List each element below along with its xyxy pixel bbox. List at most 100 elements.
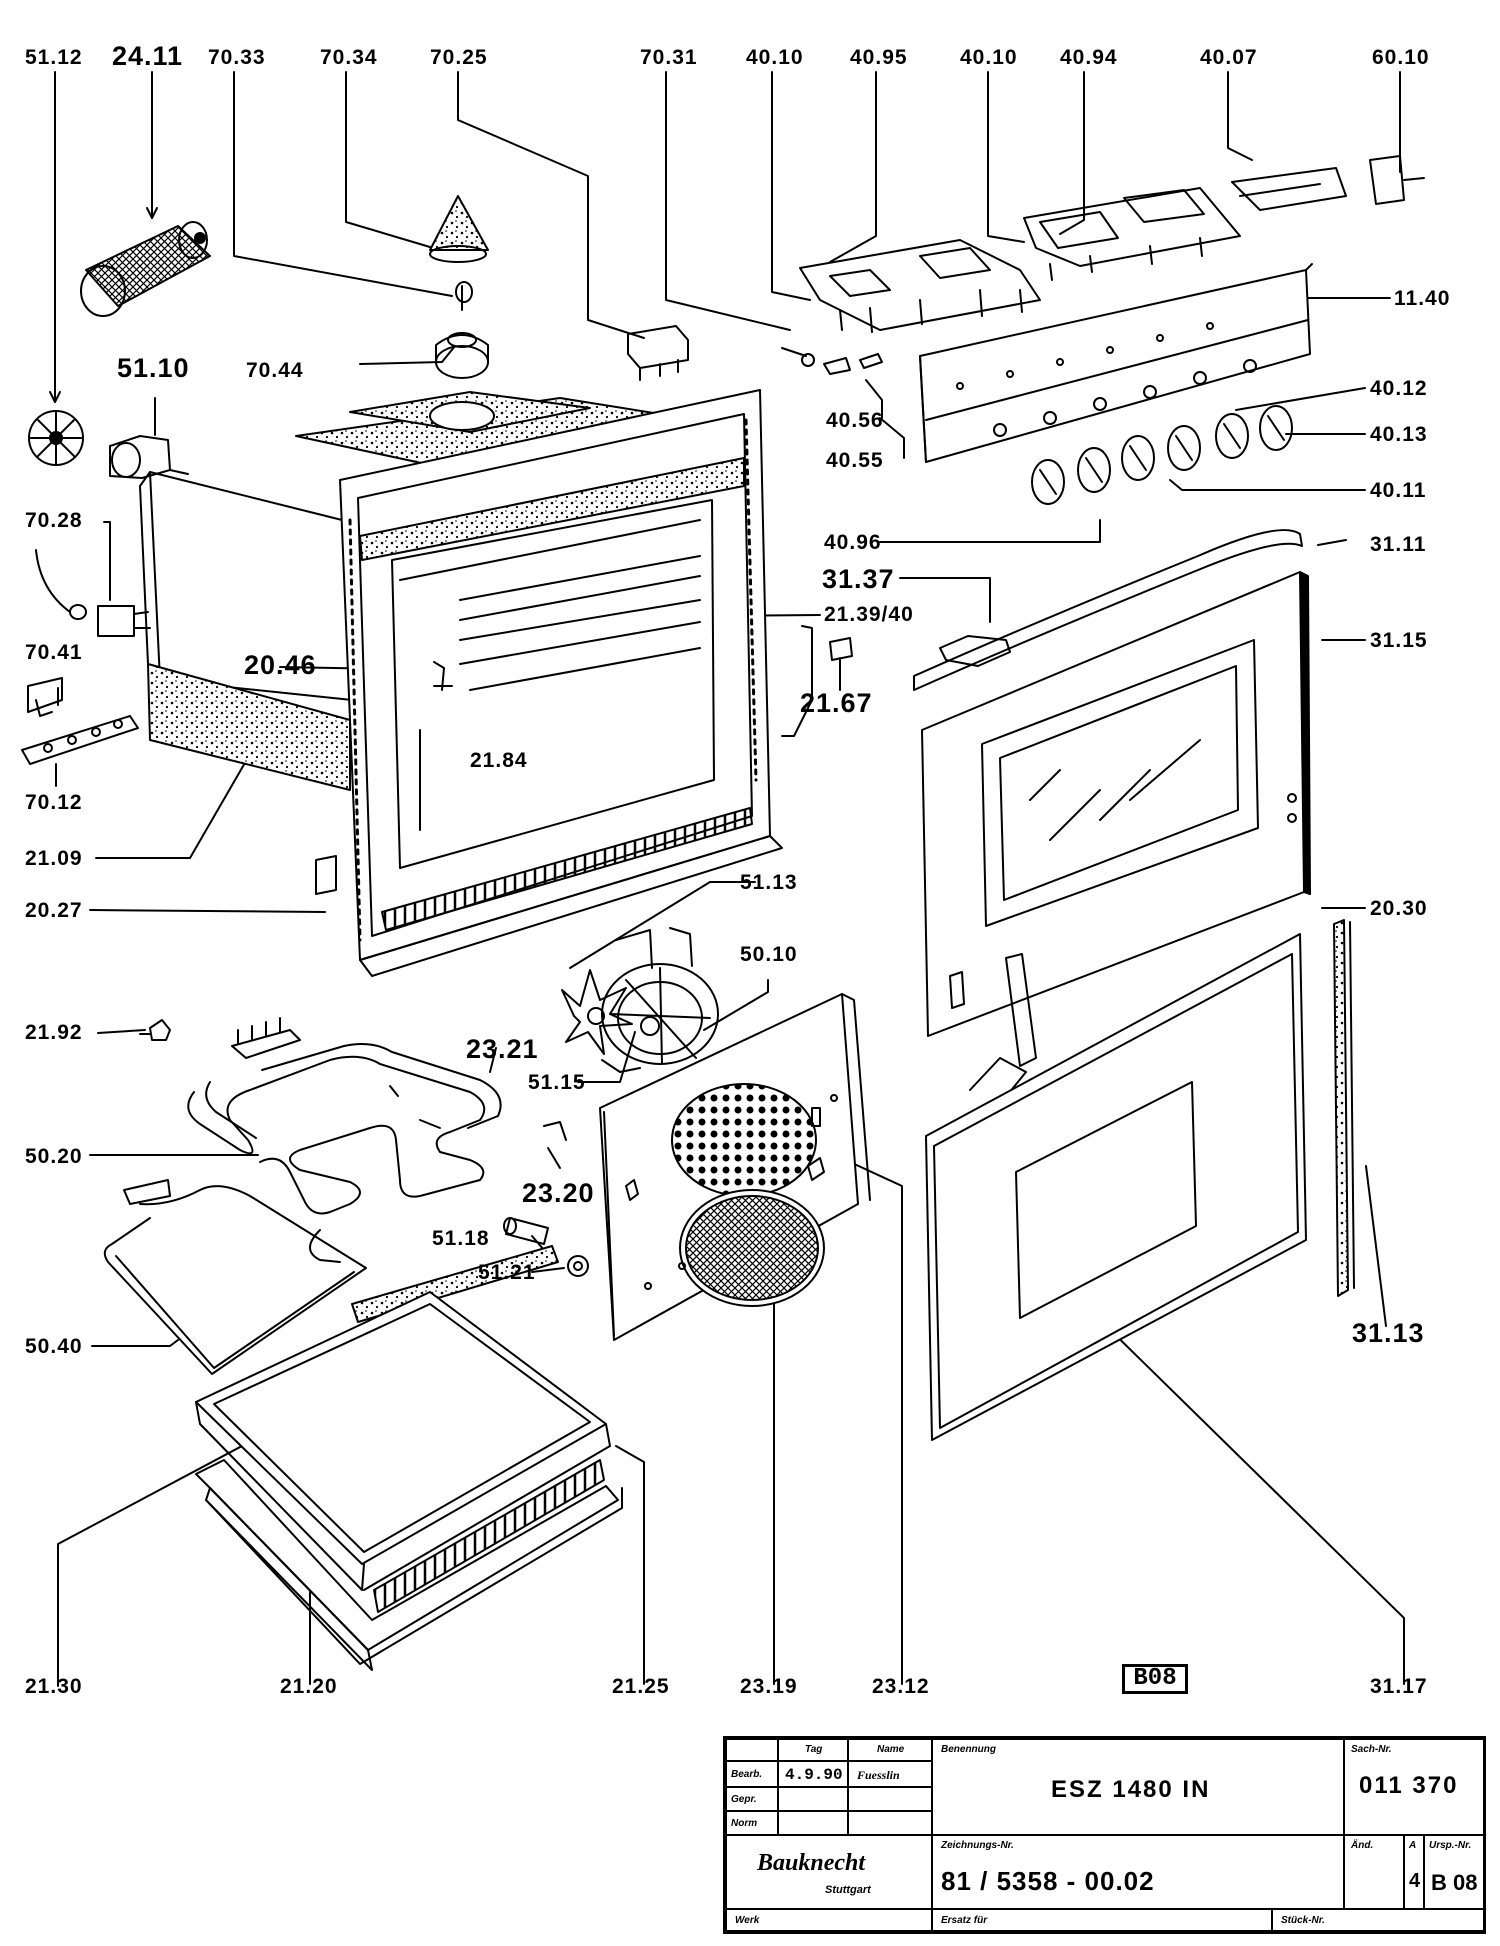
part-label: 21.84 <box>470 749 528 772</box>
part-label: 31.17 <box>1370 1675 1428 1698</box>
convection-fan-motor-part <box>80 221 211 317</box>
part-label: 20.27 <box>25 899 83 922</box>
part-label: 70.28 <box>25 509 83 532</box>
part-label: 31.15 <box>1370 629 1428 652</box>
top-heating-element <box>187 1017 502 1263</box>
part-label: 23.19 <box>740 1675 798 1698</box>
part-label: 51.18 <box>432 1227 490 1250</box>
tb-urspr-cell: Ursp.-Nr. B 08 <box>1424 1835 1486 1909</box>
thermostat-parts <box>429 195 489 379</box>
leader-lines <box>49 71 1405 1687</box>
tb-col-name: Name <box>877 1744 905 1755</box>
part-label: 40.07 <box>1200 46 1258 69</box>
tb-brand-city: Stuttgart <box>825 1884 871 1896</box>
tb-col-name-cell: Name <box>848 1739 932 1761</box>
part-label: 24.11 <box>112 41 184 71</box>
tb-date: 4.9.90 <box>785 1766 843 1784</box>
tb-ersatz-label: Ersatz für <box>941 1915 988 1926</box>
part-label: 40.95 <box>850 46 908 69</box>
tb-zeichnung-label: Zeichnungs-Nr. <box>941 1840 1014 1851</box>
tb-row-bearb-cell: Bearb. <box>726 1761 778 1787</box>
tb-row-bearb: Bearb. <box>731 1769 763 1780</box>
tb-benennung: ESZ 1480 IN <box>1051 1776 1211 1803</box>
part-label: 21.25 <box>612 1675 670 1698</box>
part-label: 50.10 <box>740 943 798 966</box>
part-label: 20.46 <box>244 650 317 680</box>
tb-sach-cell: Sach-Nr. 011 370 <box>1344 1739 1486 1835</box>
part-label: 40.13 <box>1370 423 1428 446</box>
control-knobs <box>1031 405 1293 505</box>
tb-werk-label: Werk <box>735 1915 760 1926</box>
switch-part <box>627 325 689 381</box>
part-label: 70.33 <box>208 46 266 69</box>
part-label: 51.10 <box>117 353 190 383</box>
oven-cavity-part <box>139 389 783 977</box>
part-label: 50.40 <box>25 1335 83 1358</box>
part-label: 21.09 <box>25 847 83 870</box>
part-label: 70.44 <box>246 359 304 382</box>
part-label: 70.12 <box>25 791 83 814</box>
rear-panel-part <box>599 993 871 1341</box>
tb-empty-cell <box>848 1811 932 1835</box>
door-handle-part <box>913 529 1303 691</box>
part-label: 21.30 <box>25 1675 83 1698</box>
tb-col-tag: Tag <box>805 1744 823 1755</box>
tb-corner-cell <box>726 1739 778 1761</box>
control-panel-part <box>919 263 1313 463</box>
tb-signature: Fuesslin <box>857 1768 900 1782</box>
tb-row-norm-cell: Norm <box>726 1811 778 1835</box>
tb-zeichnung-nr: 81 / 5358 - 00.02 <box>941 1866 1155 1896</box>
part-label: 60.10 <box>1372 46 1430 69</box>
part-label: 23.12 <box>872 1675 930 1698</box>
tb-empty-cell <box>848 1787 932 1811</box>
part-label: 40.56 <box>826 409 884 432</box>
tb-a-cell: A 4 <box>1404 1835 1424 1909</box>
rear-fan-parts <box>561 927 719 1073</box>
part-label: 21.67 <box>800 688 873 718</box>
part-label: 51.12 <box>25 46 83 69</box>
tb-signature-cell: Fuesslin <box>848 1761 932 1787</box>
door-frame-part <box>921 571 1311 1105</box>
tb-aend-cell: Änd. <box>1344 1835 1404 1909</box>
door-glass-part <box>925 933 1307 1441</box>
part-label: 70.25 <box>430 46 488 69</box>
part-label: 40.55 <box>826 449 884 472</box>
part-label: 70.31 <box>640 46 698 69</box>
tb-stueck-cell: Stück-Nr. <box>1272 1909 1486 1931</box>
tb-brand: Bauknecht <box>757 1850 866 1876</box>
tb-brand-cell: Bauknecht Stuttgart <box>726 1835 932 1909</box>
tb-row-gepr-cell: Gepr. <box>726 1787 778 1811</box>
tb-a-value: 4 <box>1409 1870 1421 1892</box>
part-label: 31.11 <box>1370 533 1427 556</box>
tb-werk-cell: Werk <box>726 1909 932 1931</box>
title-block: Tag Name Bearb. 4.9.90 Fuesslin Gepr. No… <box>723 1736 1486 1934</box>
tb-urspr-value: B 08 <box>1431 1870 1478 1895</box>
part-label: 20.30 <box>1370 897 1428 920</box>
part-label: 51.21 <box>478 1261 536 1284</box>
bracket-part <box>781 625 853 737</box>
small-parts-center <box>781 347 883 375</box>
part-label: 70.34 <box>320 46 378 69</box>
part-label: 40.94 <box>1060 46 1118 69</box>
part-label: 21.39/40 <box>824 603 914 626</box>
tb-empty-cell <box>778 1787 848 1811</box>
element-rail-parts <box>139 1019 589 1323</box>
door-seal-part <box>1333 919 1355 1297</box>
tb-sach-nr: 011 370 <box>1359 1772 1459 1799</box>
tb-row-norm: Norm <box>731 1818 758 1829</box>
part-label: 51.13 <box>740 871 798 894</box>
baking-trays <box>195 1291 623 1671</box>
tb-date-cell: 4.9.90 <box>778 1761 848 1787</box>
tb-a-label: A <box>1409 1840 1417 1851</box>
tb-benennung-label: Benennung <box>941 1744 996 1755</box>
bottom-heating-element <box>103 1179 367 1375</box>
motor-bracket-part <box>109 435 189 479</box>
part-label: 11.40 <box>1394 287 1451 310</box>
tb-aend-label: Änd. <box>1351 1840 1374 1851</box>
part-label: 40.96 <box>824 531 882 554</box>
part-label: 40.10 <box>960 46 1018 69</box>
part-label: 51.15 <box>528 1071 586 1094</box>
part-label: 21.20 <box>280 1675 338 1698</box>
